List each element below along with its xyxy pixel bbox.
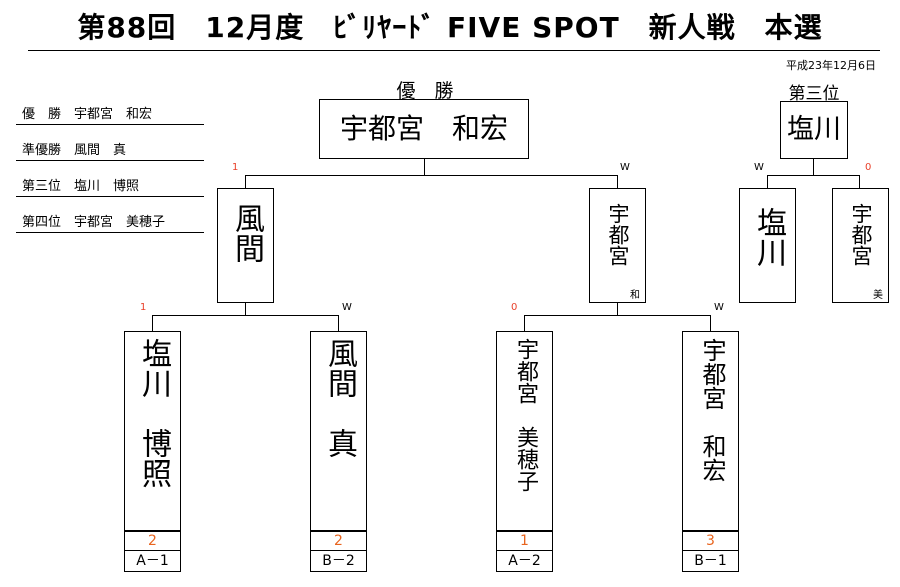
champion-box: 宇都宮 和宏 xyxy=(319,99,529,159)
qf-player-box-3: 宇都宮 美穂子 xyxy=(496,331,553,531)
semifinal-left-name: 風間 xyxy=(229,203,264,263)
score-semifinal-right: W xyxy=(620,162,630,173)
third-place-box: 塩川 xyxy=(780,101,848,159)
third-place-caption: 第三位 xyxy=(788,84,840,104)
bracket-line xyxy=(245,175,246,189)
semifinal-right-sub: 和 xyxy=(630,290,640,301)
bracket-line xyxy=(617,175,618,189)
qf-player-name-1: 塩川 博照 xyxy=(136,338,171,488)
seed-cell-3: 1 xyxy=(496,531,553,551)
bracket-line xyxy=(338,315,339,332)
group-cell-4: B－1 xyxy=(682,550,739,572)
bracket-line xyxy=(245,175,618,176)
bracket-line xyxy=(424,159,425,176)
score-third-left: W xyxy=(754,162,764,173)
bracket-line xyxy=(767,175,768,189)
legend-fourth: 第四位 宇都宮 美穂子 xyxy=(16,214,204,233)
bracket-line xyxy=(710,315,711,332)
qf-player-box-1: 塩川 博照 xyxy=(124,331,181,531)
bracket-line xyxy=(152,315,153,332)
page-title: 第88回 12月度 ﾋﾞﾘﾔｰﾄﾞ FIVE SPOT 新人戦 本選 xyxy=(77,11,823,44)
qf-player-name-4: 宇都宮 和宏 xyxy=(698,338,726,482)
seed-cell-4: 3 xyxy=(682,531,739,551)
seed-cell-1: 2 xyxy=(124,531,181,551)
score-qf-3: 0 xyxy=(511,302,518,313)
score-third-right: 0 xyxy=(865,162,872,173)
qf-player-box-2: 風間 真 xyxy=(310,331,367,531)
legend-third: 第三位 塩川 博照 xyxy=(16,178,204,197)
legend-champion: 優 勝 宇都宮 和宏 xyxy=(16,106,204,125)
bracket-line xyxy=(813,159,814,176)
group-cell-1: A－1 xyxy=(124,550,181,572)
third-match-left-name: 塩川 xyxy=(751,207,786,267)
score-qf-1: 1 xyxy=(140,302,147,313)
score-qf-4: W xyxy=(714,302,724,313)
qf-player-name-3: 宇都宮 美穂子 xyxy=(513,338,538,492)
semifinal-right-name: 宇都宮 xyxy=(606,203,630,266)
event-date: 平成23年12月6日 xyxy=(786,59,876,72)
bracket-line xyxy=(152,315,339,316)
bracket-line xyxy=(617,303,618,316)
bracket-line xyxy=(524,315,525,332)
third-match-right-sub: 美 xyxy=(873,290,883,301)
champion-caption: 優 勝 xyxy=(396,80,454,102)
third-match-right-name: 宇都宮 xyxy=(849,203,873,266)
bracket-line xyxy=(859,175,860,189)
group-cell-3: A－2 xyxy=(496,550,553,572)
bracket-line xyxy=(245,303,246,316)
qf-player-box-4: 宇都宮 和宏 xyxy=(682,331,739,531)
third-match-left-box: 塩川 xyxy=(739,188,796,303)
bracket-line xyxy=(524,315,711,316)
group-cell-2: B－2 xyxy=(310,550,367,572)
score-qf-2: W xyxy=(342,302,352,313)
third-match-right-box: 宇都宮 美 xyxy=(832,188,889,303)
seed-cell-2: 2 xyxy=(310,531,367,551)
qf-player-name-2: 風間 真 xyxy=(322,338,357,458)
legend-runner-up: 準優勝 風間 真 xyxy=(16,142,204,161)
semifinal-right-box: 宇都宮 和 xyxy=(589,188,646,303)
semifinal-left-box: 風間 xyxy=(217,188,274,303)
score-semifinal-left: 1 xyxy=(232,162,239,173)
bracket-line xyxy=(767,175,860,176)
title-underline xyxy=(28,50,880,51)
